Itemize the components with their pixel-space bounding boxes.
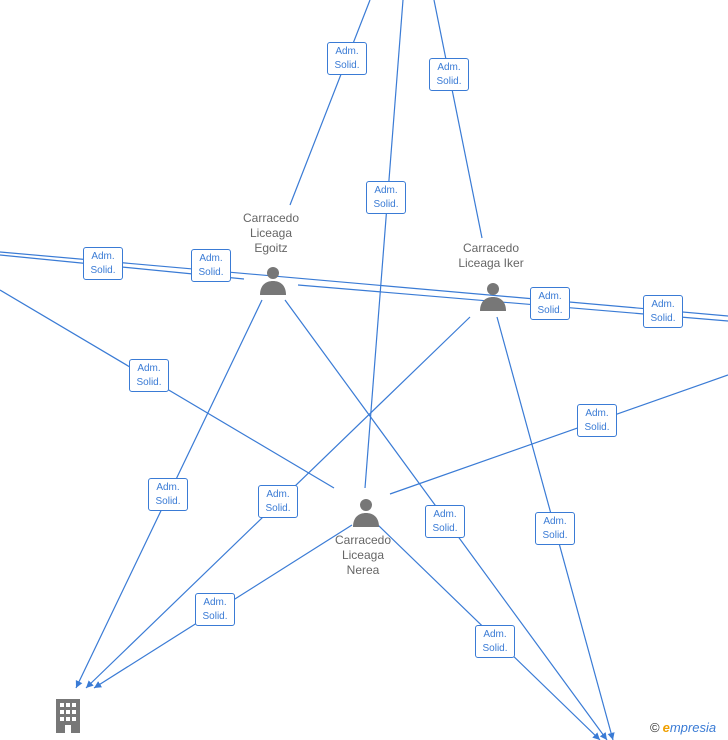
edge-label[interactable]: Adm.Solid. — [195, 593, 235, 626]
building-icon[interactable] — [52, 699, 84, 733]
person-icon[interactable] — [258, 265, 288, 295]
edge-label[interactable]: Adm.Solid. — [129, 359, 169, 392]
brand-logo: ©empresia — [650, 720, 717, 735]
edge-label[interactable]: Adm.Solid. — [429, 58, 469, 91]
copyright-symbol: © — [650, 720, 660, 735]
edge-label[interactable]: Adm.Solid. — [258, 485, 298, 518]
edge-label[interactable]: Adm.Solid. — [366, 181, 406, 214]
edge-label[interactable]: Adm.Solid. — [83, 247, 123, 280]
person-icon[interactable] — [351, 497, 381, 527]
edge-label[interactable]: Adm.Solid. — [577, 404, 617, 437]
edge-label[interactable]: Adm.Solid. — [425, 505, 465, 538]
edge-line — [364, 0, 404, 489]
edge-label[interactable]: Adm.Solid. — [327, 42, 367, 75]
edge-line — [289, 0, 371, 206]
edge-line — [433, 0, 483, 239]
edge-line — [389, 374, 728, 495]
person-icon[interactable] — [478, 281, 508, 311]
edge-label[interactable]: Adm.Solid. — [475, 625, 515, 658]
edge-label[interactable]: Adm.Solid. — [530, 287, 570, 320]
edge-label[interactable]: Adm.Solid. — [643, 295, 683, 328]
edge-label[interactable]: Adm.Solid. — [535, 512, 575, 545]
edge-label[interactable]: Adm.Solid. — [191, 249, 231, 282]
edge-label[interactable]: Adm.Solid. — [148, 478, 188, 511]
